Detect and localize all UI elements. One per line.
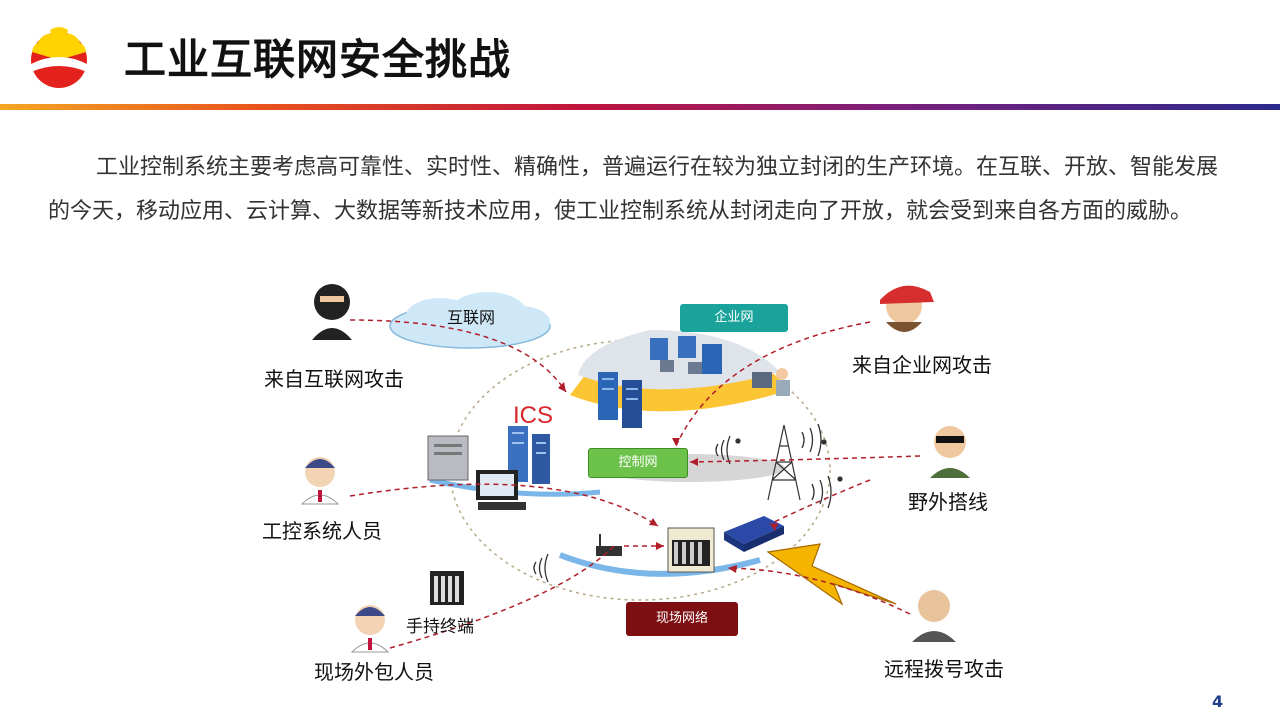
enterprise-servers (598, 336, 722, 428)
wireless-access-point (596, 534, 622, 556)
hacker-avatar-enterprise (880, 285, 934, 332)
cloud-label: 互联网 (447, 308, 496, 327)
threat-dialup-label: 远程拨号攻击 (884, 657, 1004, 681)
threat-contractors-label: 现场外包人员 (314, 660, 434, 684)
plc-controller (667, 527, 715, 573)
attack-paths (349, 319, 921, 649)
ics-servers (508, 426, 550, 484)
path-modem (769, 479, 871, 525)
contractor-avatar (350, 605, 390, 653)
dialup-attacker-avatar (912, 590, 956, 642)
field-network-tag: 现场网络 (626, 602, 738, 636)
handheld-label: 手持终端 (406, 617, 474, 637)
title-divider (0, 104, 1280, 110)
path-internet (349, 319, 567, 393)
threat-wiretap-label: 野外搭线 (908, 490, 988, 514)
hacker-avatar-internet (312, 284, 352, 340)
path-contractors (389, 545, 615, 649)
hacker-avatar-wiretap (930, 426, 970, 478)
handheld-terminal (430, 571, 464, 605)
threat-operators-label: 工控系统人员 (262, 519, 382, 543)
company-logo (31, 27, 87, 88)
threat-enterprise-label: 来自企业网攻击 (852, 353, 992, 377)
ics-label: ICS (513, 402, 554, 429)
path-operators (349, 483, 659, 527)
radio-tower (767, 424, 801, 501)
dialup-modem (724, 516, 784, 552)
page-title: 工业互联网安全挑战 (124, 35, 512, 84)
lightning-bolt-icon (766, 543, 897, 606)
intro-paragraph: 工业控制系统主要考虑高可靠性、实时性、精确性，普遍运行在较为独立封闭的生产环境。… (48, 155, 1219, 224)
enterprise-network-tag: 企业网 (680, 304, 788, 332)
path-wiretap (689, 455, 921, 463)
internet-cloud (389, 292, 551, 349)
page-number: 4 (1212, 692, 1224, 711)
control-network-tag: 控制网 (588, 448, 688, 478)
operator-avatar (300, 457, 340, 505)
threat-internet-label: 来自互联网攻击 (264, 367, 404, 391)
path-enterprise (675, 321, 871, 447)
enterprise-user (752, 368, 790, 396)
wireless-waves (533, 423, 843, 583)
